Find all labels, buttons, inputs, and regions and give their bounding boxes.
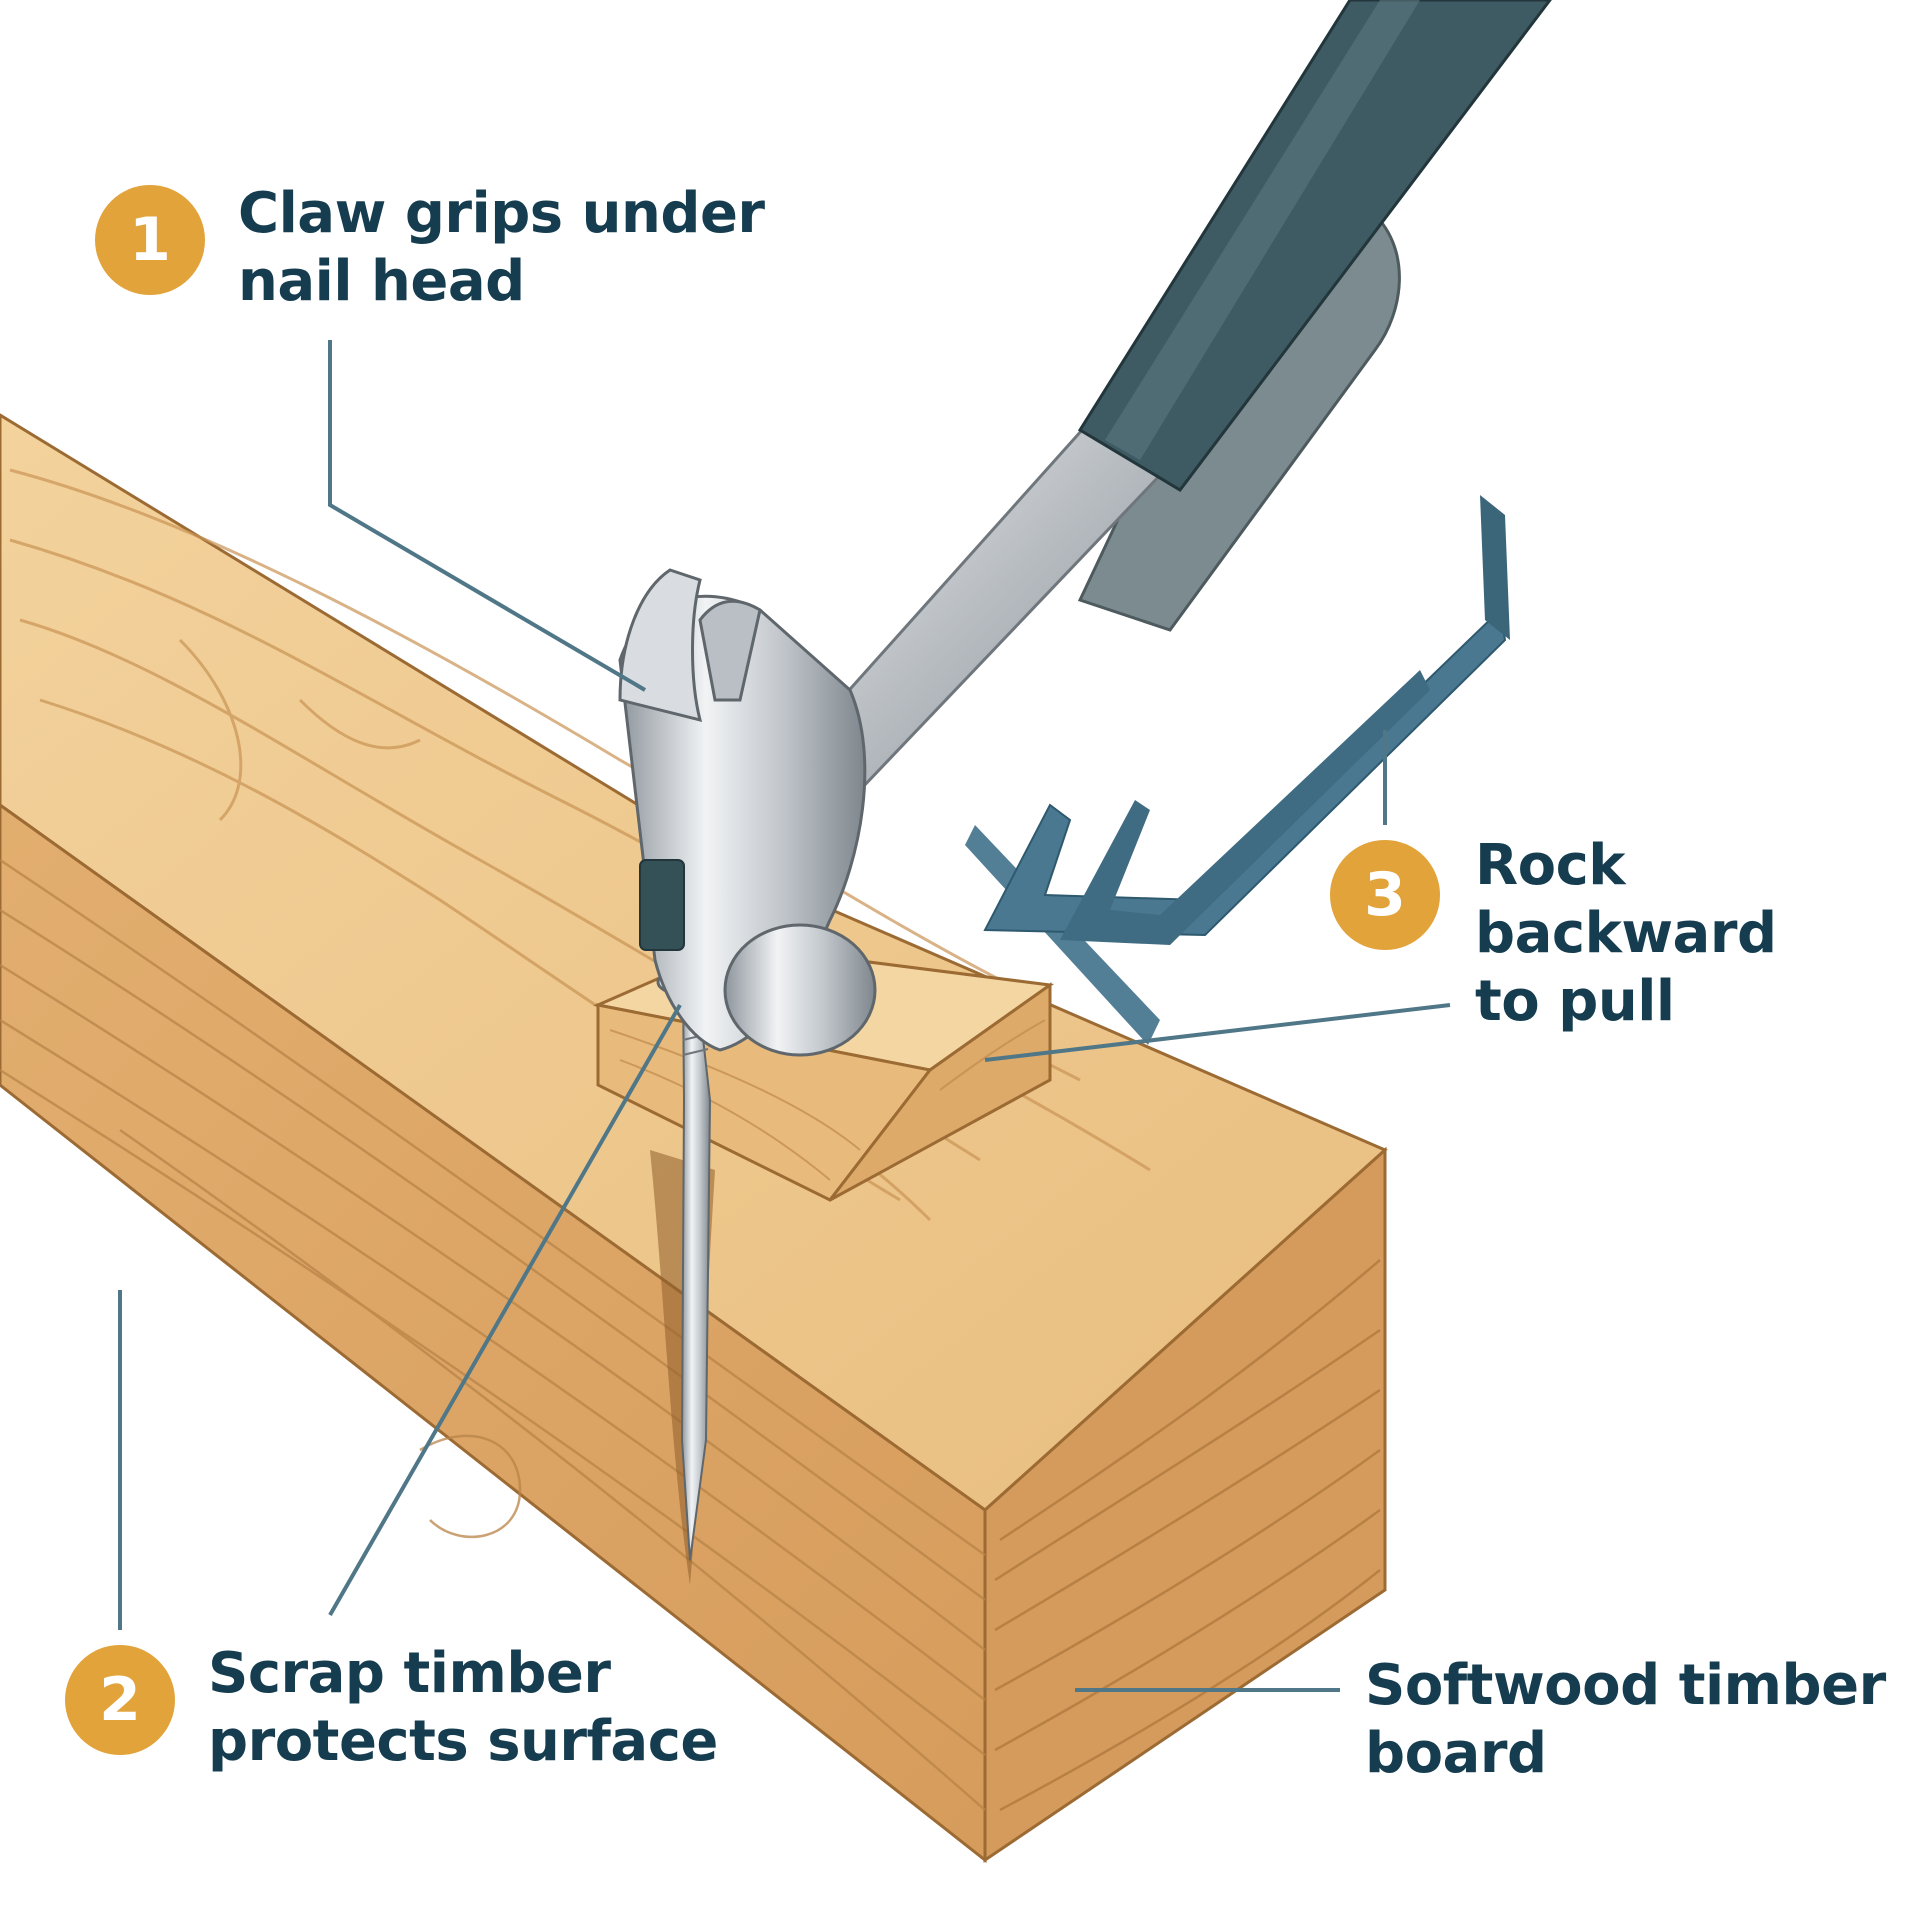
label-claw-grips: Claw grips under nail head — [238, 180, 765, 316]
label-board-line-1: Softwood timber — [1365, 1653, 1886, 1718]
rock-back-arrow-icon — [965, 495, 1510, 1045]
hammer-face — [723, 923, 877, 1057]
label-claw-line-2: nail head — [238, 249, 525, 314]
scrap-side — [828, 982, 1052, 1202]
board-front-grain — [0, 858, 986, 1811]
step-badge-3: 3 — [1330, 840, 1440, 950]
hammer-claw-front — [618, 568, 703, 723]
label-rock-line-1: Rock — [1475, 833, 1626, 898]
label-scrap-timber: Scrap timber protects surface — [208, 1640, 718, 1776]
hammer-claw-rear — [698, 599, 762, 702]
leader-lines — [118, 340, 1451, 1692]
leader-scrap — [328, 1004, 682, 1616]
label-board-line-2: board — [1365, 1721, 1547, 1786]
step-badge-1: 1 — [95, 185, 205, 295]
label-rock-backward: Rock backward to pull — [1475, 832, 1777, 1036]
hammer-head-recess — [639, 859, 685, 951]
label-rock-line-2: backward — [1475, 901, 1777, 966]
step-badge-2: 2 — [65, 1645, 175, 1755]
label-scrap-line-2: protects surface — [208, 1709, 718, 1774]
leader-claw — [328, 340, 647, 692]
claw-hammer-icon — [618, 0, 1552, 1057]
board-end-face — [983, 1146, 1387, 1863]
label-scrap-line-1: Scrap timber — [208, 1641, 611, 1706]
hammer-grip — [1077, 0, 1552, 492]
label-rock-line-3: to pull — [1475, 969, 1675, 1034]
label-softwood-board: Softwood timber board — [1365, 1652, 1886, 1788]
leader-rock-block — [984, 1003, 1451, 1062]
label-claw-line-1: Claw grips under — [238, 181, 765, 246]
